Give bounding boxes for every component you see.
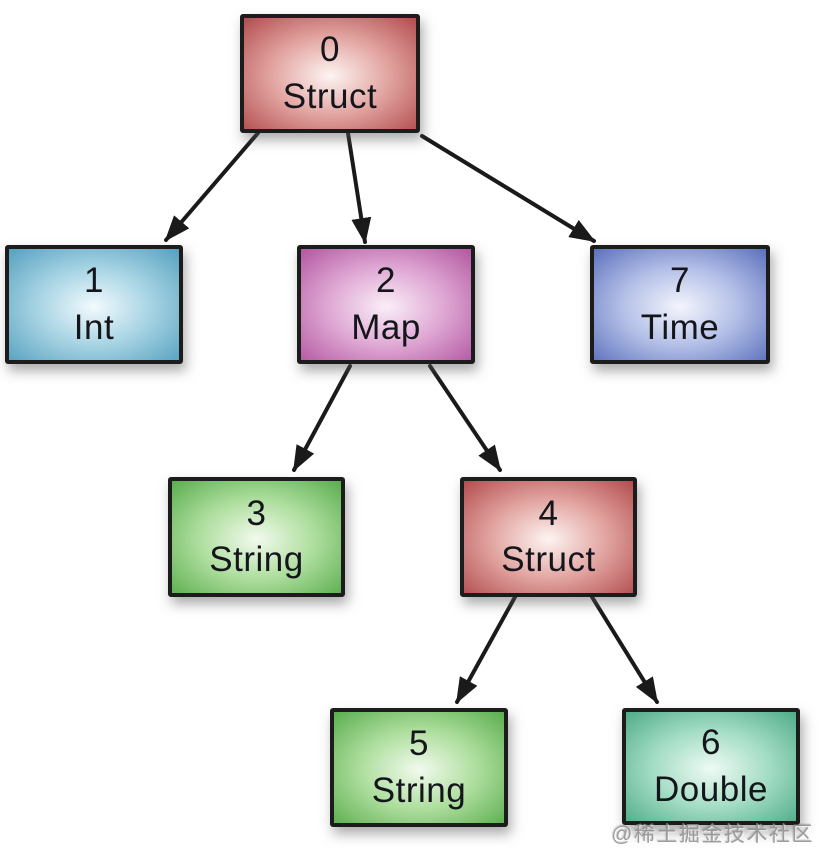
node-index: 5 bbox=[409, 724, 429, 764]
edge-n0-n1 bbox=[164, 131, 260, 242]
node-label: Double bbox=[654, 769, 768, 809]
node-label: Struct bbox=[501, 540, 596, 579]
node-index: 6 bbox=[701, 723, 721, 763]
node-index: 0 bbox=[320, 30, 340, 70]
edge-n4-n5 bbox=[455, 595, 517, 704]
edge-n0-n2 bbox=[346, 131, 372, 244]
node-index: 4 bbox=[538, 493, 559, 533]
watermark: @稀土掘金技术社区 bbox=[611, 823, 814, 846]
node-label: String bbox=[371, 770, 467, 810]
edge-n0-n7 bbox=[420, 134, 596, 243]
node-label: Map bbox=[351, 307, 421, 347]
node-index: 2 bbox=[376, 261, 396, 301]
node-label: Int bbox=[73, 307, 115, 347]
edge-n2-n4 bbox=[428, 364, 502, 472]
edge-n2-n3 bbox=[292, 364, 352, 472]
node-label: Time bbox=[640, 307, 720, 347]
node-label: String bbox=[209, 540, 304, 579]
node-label: Struct bbox=[282, 76, 378, 116]
edge-n4-n6 bbox=[590, 595, 659, 704]
node-index: 1 bbox=[84, 261, 104, 301]
node-index: 3 bbox=[246, 493, 267, 533]
node-index: 7 bbox=[670, 261, 690, 301]
